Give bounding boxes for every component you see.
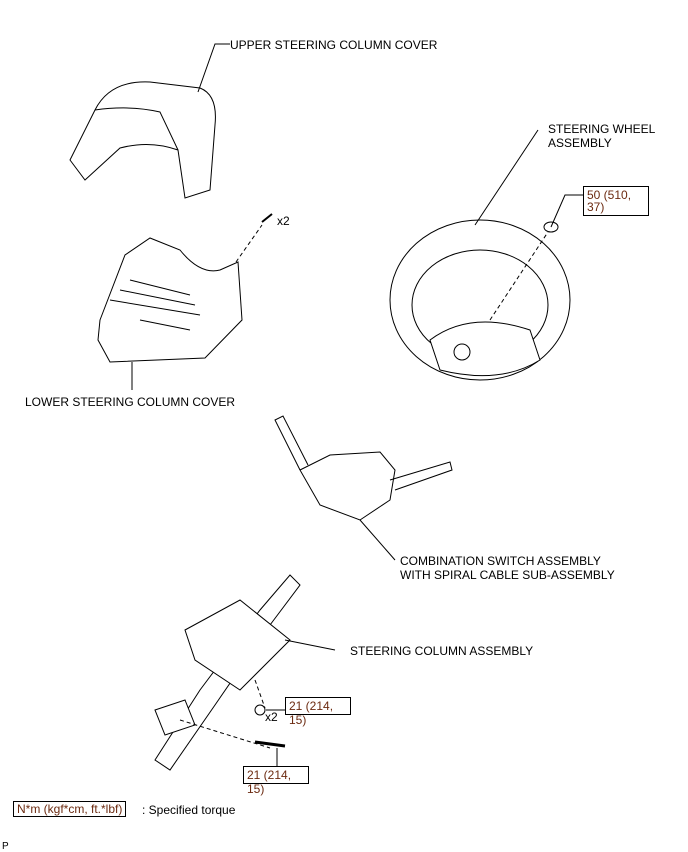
combination-switch-drawing	[274, 415, 453, 561]
torque-wheel-nut: 50 (510, 37)	[583, 186, 649, 216]
legend-torque-box: N*m (kgf*cm, ft.*lbf)	[13, 801, 127, 817]
torque-value-ft: 37)	[587, 200, 605, 214]
nut-quantity: x2	[265, 710, 278, 724]
label-steering-wheel-line1: STEERING WHEEL	[548, 122, 656, 136]
lower-column-cover-drawing	[97, 213, 273, 390]
torque-column-nut: 21 (214, 15)	[285, 697, 351, 726]
label-combination-switch-line2: WITH SPIRAL CABLE SUB-ASSEMBLY	[400, 568, 615, 582]
label-steering-column-assembly: STEERING COLUMN ASSEMBLY	[350, 644, 534, 658]
footer-mark: P	[2, 841, 9, 852]
label-combination-switch-line1: COMBINATION SWITCH ASSEMBLY	[400, 554, 601, 568]
legend-text: : Specified torque	[142, 803, 236, 817]
steering-column-drawing	[154, 574, 336, 771]
torque-value-ft: 15)	[289, 713, 307, 727]
torque-value: 21 (214,	[247, 768, 292, 782]
label-lower-steering-column-cover: LOWER STEERING COLUMN COVER	[25, 395, 236, 409]
label-upper-steering-column-cover: UPPER STEERING COLUMN COVER	[230, 38, 438, 52]
steering-wheel-drawing	[389, 129, 584, 381]
torque-value: 50 (510,	[587, 188, 632, 202]
label-steering-wheel-line2: ASSEMBLY	[548, 136, 612, 150]
screw-quantity: x2	[277, 214, 290, 228]
torque-value-ft: 15)	[247, 782, 265, 796]
upper-column-cover-drawing	[69, 43, 230, 199]
torque-column-bolt: 21 (214, 15)	[243, 766, 309, 795]
torque-value: 21 (214,	[289, 699, 334, 713]
